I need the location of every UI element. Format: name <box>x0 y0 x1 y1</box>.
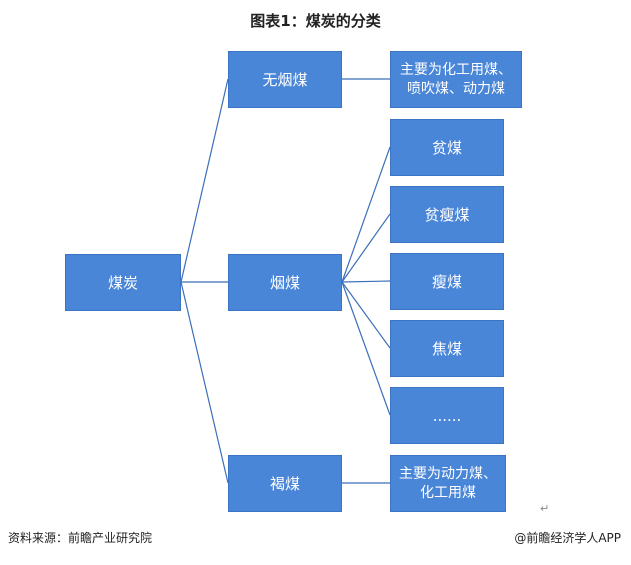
node-root-coal: 煤炭 <box>65 254 181 311</box>
connector-bituminous-coking <box>341 281 391 349</box>
connector-bituminous-lean <box>341 146 391 283</box>
chart-title: 图表1：煤炭的分类 <box>250 12 381 30</box>
node-lignite: 褐煤 <box>228 455 342 512</box>
node-lean-meager-coal: 贫瘦煤 <box>390 186 504 243</box>
connector-bituminous-meager <box>341 280 391 283</box>
connector-bituminous-lean-meager <box>341 213 391 283</box>
connector-root-lignite <box>180 281 229 484</box>
connector-bituminous-more <box>341 281 391 416</box>
node-more: ...... <box>390 387 504 444</box>
node-bituminous: 烟煤 <box>228 254 342 311</box>
source-note: 资料来源：前瞻产业研究院 <box>8 531 153 545</box>
node-lignite-use: 主要为动力煤、 化工用煤 <box>390 455 506 512</box>
node-meager-coal: 瘦煤 <box>390 253 504 310</box>
connector-root-anthracite <box>180 78 229 283</box>
node-lean-coal: 贫煤 <box>390 119 504 176</box>
return-icon: ↵ <box>540 502 550 515</box>
node-anthracite: 无烟煤 <box>228 51 342 108</box>
credit-note: @前瞻经济学人APP <box>514 531 621 545</box>
node-anthracite-use: 主要为化工用煤、 喷吹煤、动力煤 <box>390 51 522 108</box>
node-coking-coal: 焦煤 <box>390 320 504 377</box>
